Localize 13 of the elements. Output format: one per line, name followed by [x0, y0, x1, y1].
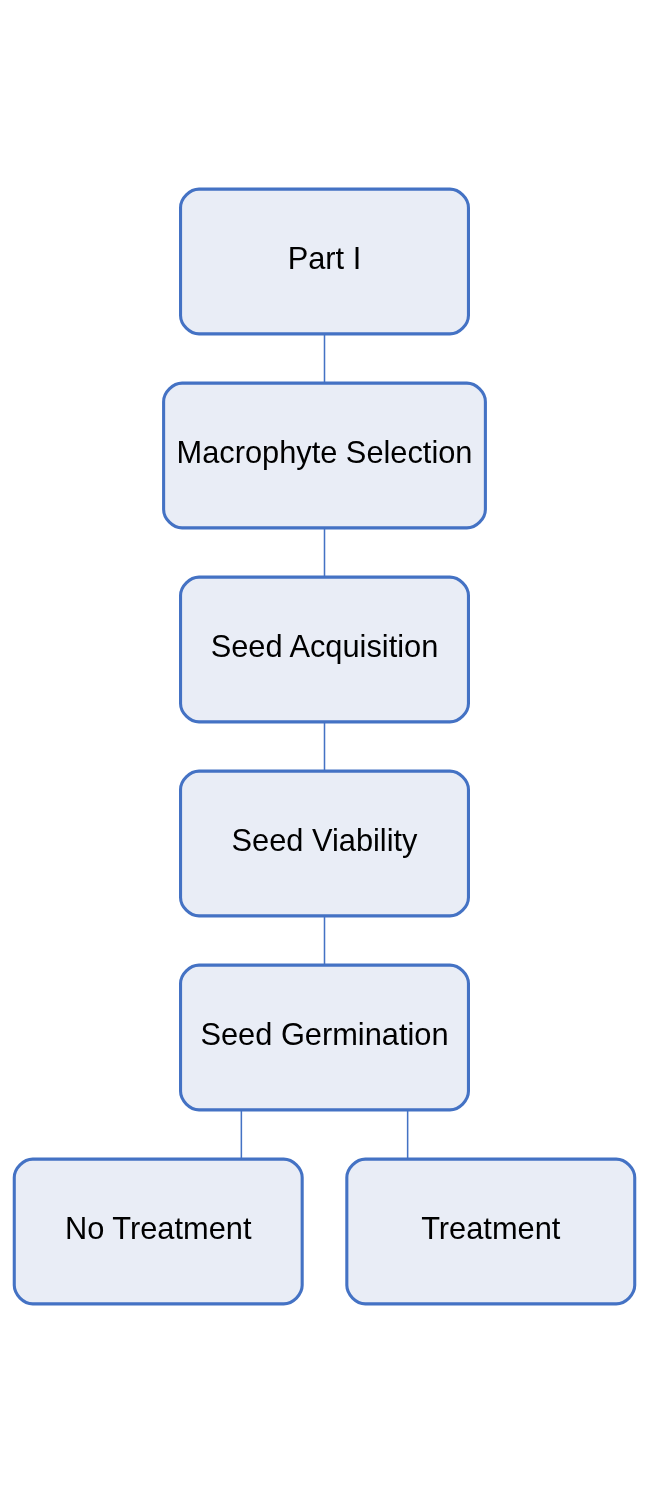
- node-box: Macrophyte Selection: [162, 381, 487, 529]
- node-box: Treatment: [345, 1157, 637, 1305]
- connector: [406, 1109, 409, 1160]
- node-box: Seed Germination: [179, 963, 470, 1111]
- connector: [323, 333, 326, 384]
- connector: [323, 915, 326, 966]
- node-box: No Treatment: [12, 1157, 304, 1305]
- connector: [323, 721, 326, 772]
- node-box: Part I: [179, 187, 470, 335]
- node-box: Seed Acquisition: [179, 575, 470, 723]
- connector: [323, 527, 326, 578]
- node-box: Seed Viability: [179, 769, 470, 917]
- connector: [240, 1109, 243, 1160]
